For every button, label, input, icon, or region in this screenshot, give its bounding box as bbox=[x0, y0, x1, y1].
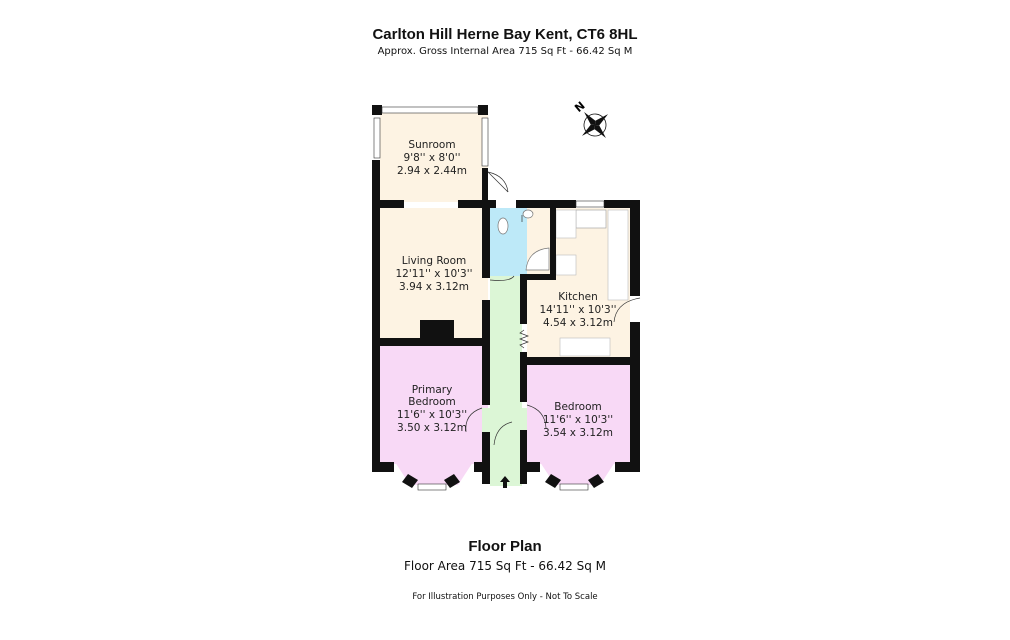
hallway-door-area bbox=[482, 408, 530, 434]
sunroom-imperial: 9'8'' x 8'0'' bbox=[404, 152, 461, 164]
plan-title: Carlton Hill Herne Bay Kent, CT6 8HL bbox=[372, 26, 638, 43]
sunroom-label: Sunroom bbox=[408, 139, 455, 151]
living-room-label: Living Room bbox=[402, 255, 466, 267]
kitchen-metric: 4.54 x 3.12m bbox=[543, 317, 613, 329]
hallway-floor bbox=[490, 276, 522, 486]
living-room-floor bbox=[380, 208, 488, 340]
compass-rose-icon: N bbox=[572, 99, 609, 139]
living-room-metric: 3.94 x 3.12m bbox=[399, 281, 469, 293]
kitchen-cabinet bbox=[555, 254, 577, 276]
basin-icon bbox=[522, 209, 534, 219]
sunroom-metric: 2.94 x 2.44m bbox=[397, 165, 467, 177]
doors[interactable] bbox=[465, 171, 641, 446]
floor-plan-title: Floor Plan bbox=[468, 538, 542, 555]
kitchen-label: Kitchen bbox=[558, 291, 597, 303]
living-room-imperial: 12'11'' x 10'3'' bbox=[396, 268, 473, 280]
compass-north-label: N bbox=[572, 99, 587, 115]
kitchen-imperial: 14'11'' x 10'3'' bbox=[540, 304, 617, 316]
primary-bedroom-metric: 3.50 x 3.12m bbox=[397, 422, 467, 434]
plan-subtitle: Approx. Gross Internal Area 715 Sq Ft - … bbox=[377, 46, 633, 57]
bedroom-label: Bedroom bbox=[554, 401, 602, 413]
kitchen-worktop bbox=[607, 209, 629, 301]
kitchen-sink bbox=[575, 209, 607, 229]
kitchen-cabinet bbox=[555, 209, 577, 239]
bedroom-metric: 3.54 x 3.12m bbox=[543, 427, 613, 439]
toilet-icon bbox=[497, 217, 509, 235]
primary-bedroom-label: Primary bbox=[412, 384, 453, 396]
primary-bedroom-imperial: 11'6'' x 10'3'' bbox=[397, 409, 467, 421]
bedroom-imperial: 11'6'' x 10'3'' bbox=[543, 414, 613, 426]
entrance-arrow-icon bbox=[500, 476, 510, 488]
shower-icon bbox=[525, 247, 550, 271]
sunroom-floor bbox=[380, 112, 488, 202]
floor-area: Floor Area 715 Sq Ft - 66.42 Sq M bbox=[403, 559, 606, 573]
primary-bedroom-floor bbox=[380, 346, 488, 464]
kitchen-unit bbox=[559, 337, 611, 357]
bedroom-floor bbox=[527, 365, 630, 464]
primary-bedroom-label-2: Bedroom bbox=[408, 396, 456, 408]
windows bbox=[373, 106, 605, 491]
walls bbox=[372, 105, 640, 488]
disclaimer: For Illustration Purposes Only - Not To … bbox=[412, 592, 598, 602]
